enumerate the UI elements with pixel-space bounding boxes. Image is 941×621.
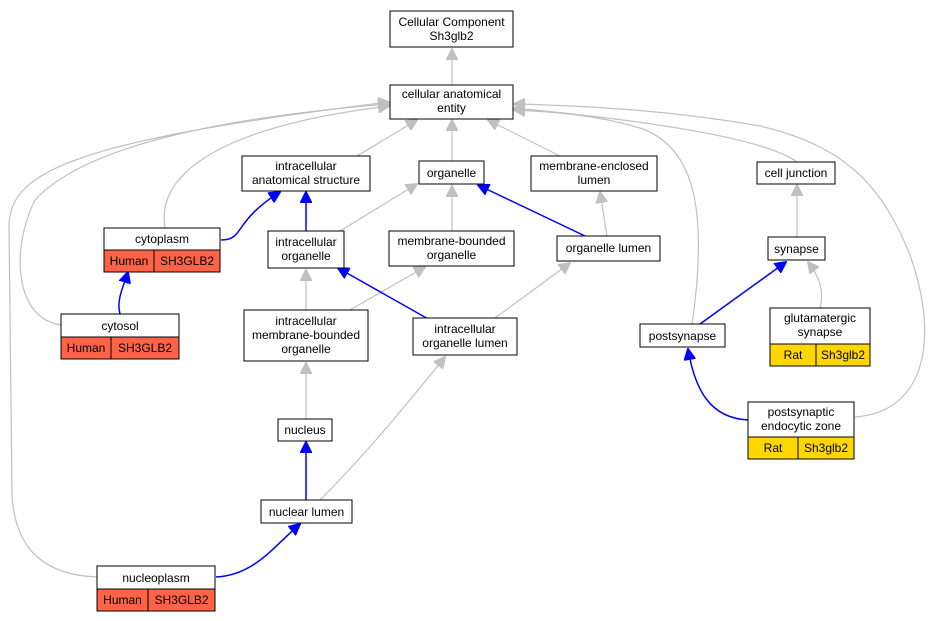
node-organelle-lumen[interactable]: organelle lumen xyxy=(556,235,661,262)
edge-imbo-mbo xyxy=(349,267,425,311)
node-label: nucleus xyxy=(284,423,325,437)
edge-cytosol-cae xyxy=(19,104,389,326)
gene-label: SH3GLB2 xyxy=(160,254,214,268)
edge-cytosol-cytoplasm[interactable] xyxy=(118,272,128,315)
edge-np-nl[interactable] xyxy=(215,524,300,578)
edge-ol-organelle[interactable] xyxy=(478,185,586,237)
node-glutamatergic-synapse[interactable]: glutamatergic synapse Rat Sh3glb2 xyxy=(769,307,871,367)
species-label: Human xyxy=(110,254,149,268)
node-label: synapse xyxy=(774,242,819,256)
gene-badge xyxy=(110,336,180,360)
node-label: glutamatergic xyxy=(784,311,856,325)
edge-glut-synapse xyxy=(808,262,823,309)
gene-label: SH3GLB2 xyxy=(118,341,172,355)
node-label: organelle lumen xyxy=(422,336,507,350)
gene-badge xyxy=(147,588,216,612)
node-label: membrane-enclosed xyxy=(539,159,648,173)
gene-badge xyxy=(815,343,871,367)
node-label: cytoplasm xyxy=(135,232,189,246)
species-label: Rat xyxy=(784,348,803,362)
node-label: intracellular xyxy=(275,159,336,173)
edge-postsynapse-cae xyxy=(514,110,700,325)
node-label: endocytic zone xyxy=(761,419,841,433)
node-label: organelle xyxy=(281,342,331,356)
edge-mel-cae xyxy=(488,120,561,157)
node-label: organelle xyxy=(427,166,477,180)
node-label: anatomical structure xyxy=(252,173,360,187)
gene-label: Sh3glb2 xyxy=(821,348,865,362)
node-label: membrane-bounded xyxy=(397,234,505,248)
node-label: intracellular xyxy=(275,235,336,249)
node-intracellular-organelle-lumen[interactable]: intracellular organelle lumen xyxy=(412,317,518,356)
edge-ias-cae xyxy=(356,120,417,157)
species-label: Rat xyxy=(764,441,783,455)
edge-cytoplasm-cae xyxy=(163,106,389,229)
node-intracellular-organelle[interactable]: intracellular organelle xyxy=(267,230,345,269)
node-cell-junction[interactable]: cell junction xyxy=(756,161,836,185)
edge-nl-iol xyxy=(319,357,445,501)
node-intracellular-anatomical-structure[interactable]: intracellular anatomical structure xyxy=(241,155,371,192)
edges xyxy=(8,49,926,578)
node-label: cellular anatomical xyxy=(402,87,501,101)
node-cellular-component[interactable]: Cellular Component Sh3glb2 xyxy=(389,10,514,48)
node-label: Sh3glb2 xyxy=(429,29,473,43)
node-synapse[interactable]: synapse xyxy=(767,236,826,261)
node-intracellular-membrane-bounded-organelle[interactable]: intracellular membrane-bounded organelle xyxy=(243,309,369,362)
node-label: nucleoplasm xyxy=(122,571,189,585)
node-label: cell junction xyxy=(765,166,828,180)
node-label: synapse xyxy=(798,325,843,339)
node-cytosol[interactable]: cytosol Human SH3GLB2 xyxy=(60,313,180,360)
node-label: membrane-bounded xyxy=(252,328,360,342)
nodes: Cellular Component Sh3glb2 cellular anat… xyxy=(60,10,871,612)
node-nuclear-lumen[interactable]: nuclear lumen xyxy=(260,499,353,524)
edge-pez-cae xyxy=(514,104,926,418)
gene-label: SH3GLB2 xyxy=(154,593,208,607)
edge-cytoplasm-ias[interactable] xyxy=(220,192,280,241)
node-nucleoplasm[interactable]: nucleoplasm Human SH3GLB2 xyxy=(96,565,216,612)
node-label: intracellular xyxy=(275,314,336,328)
node-nucleus[interactable]: nucleus xyxy=(277,418,333,442)
edge-pez-postsynapse[interactable] xyxy=(688,349,749,421)
node-label: lumen xyxy=(578,173,611,187)
edge-iol-io[interactable] xyxy=(338,268,431,321)
species-label: Human xyxy=(67,341,106,355)
node-organelle[interactable]: organelle xyxy=(418,160,485,185)
node-label: Cellular Component xyxy=(398,15,505,29)
gene-badge xyxy=(153,249,221,273)
edge-io-organelle xyxy=(339,184,417,232)
node-cellular-anatomical-entity[interactable]: cellular anatomical entity xyxy=(389,84,514,120)
node-membrane-bounded-organelle[interactable]: membrane-bounded organelle xyxy=(388,230,515,267)
node-membrane-enclosed-lumen[interactable]: membrane-enclosed lumen xyxy=(530,155,658,192)
edge-nucleoplasm-cae xyxy=(8,102,389,578)
species-label: Human xyxy=(103,593,142,607)
node-label: postsynaptic xyxy=(768,405,835,419)
edge-postsynapse-synapse[interactable] xyxy=(699,262,786,325)
node-label: organelle xyxy=(427,248,477,262)
node-label: organelle xyxy=(281,249,331,263)
node-label: organelle lumen xyxy=(566,241,651,255)
node-label: postsynapse xyxy=(649,329,717,343)
gene-badge xyxy=(797,436,855,460)
node-postsynapse[interactable]: postsynapse xyxy=(639,323,726,348)
node-label: cytosol xyxy=(101,319,138,333)
edge-iol-ol xyxy=(494,263,570,319)
edge-ol-mel xyxy=(600,192,607,237)
gene-label: Sh3glb2 xyxy=(804,441,848,455)
node-label: entity xyxy=(437,101,466,115)
node-label: nuclear lumen xyxy=(269,505,344,519)
node-postsynaptic-endocytic-zone[interactable]: postsynaptic endocytic zone Rat Sh3glb2 xyxy=(747,401,855,460)
node-cytoplasm[interactable]: cytoplasm Human SH3GLB2 xyxy=(103,227,221,273)
node-label: intracellular xyxy=(434,322,495,336)
